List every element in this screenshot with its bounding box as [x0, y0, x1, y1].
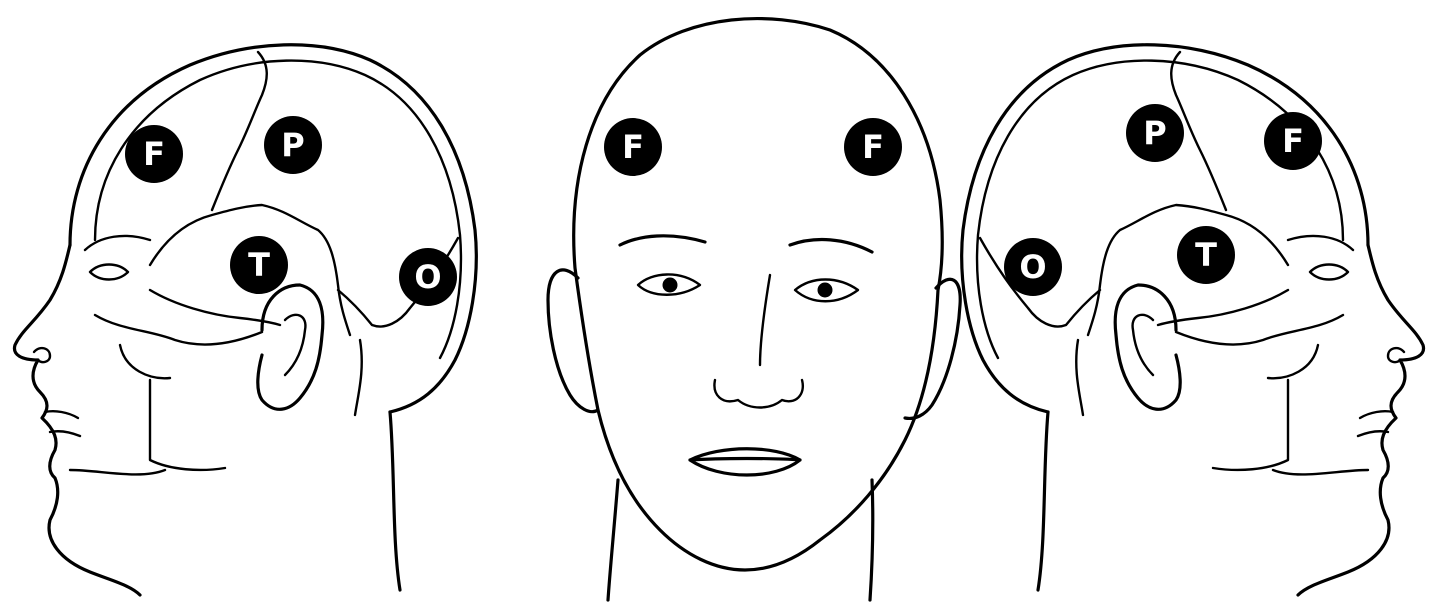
- left-neck: [390, 412, 400, 590]
- right-jaw: [1176, 315, 1368, 474]
- front-nose: [714, 275, 802, 408]
- front-left-frontal-lobe-marker: F: [604, 118, 662, 176]
- front-right-pupil: [818, 283, 832, 297]
- front-right-frontal-lobe-marker: F: [844, 118, 902, 176]
- left-face-profile: [14, 245, 140, 595]
- front-head: [548, 19, 960, 600]
- right-parietal-lobe-marker: P: [1126, 104, 1184, 162]
- left-parietal-lobe-marker: P: [264, 116, 322, 174]
- right-eye: [1288, 236, 1353, 280]
- left-profile-head: [14, 45, 476, 595]
- right-occipital-lobe-marker: O: [1004, 238, 1062, 296]
- right-lips: [1358, 411, 1393, 436]
- front-left-pupil: [663, 278, 677, 292]
- front-neck: [608, 480, 873, 600]
- left-lips: [45, 411, 80, 436]
- left-ear-inner: [285, 315, 305, 375]
- right-temporal-lobe-marker: T: [1177, 226, 1235, 284]
- left-skull-outline: [70, 45, 476, 412]
- front-head-outline: [574, 19, 942, 570]
- left-eye: [85, 236, 150, 280]
- left-jaw: [70, 315, 262, 474]
- right-frontal-lobe-marker: F: [1264, 112, 1322, 170]
- right-ear-inner: [1133, 315, 1153, 375]
- right-neck: [1038, 412, 1048, 590]
- right-skull-outline: [962, 45, 1368, 412]
- front-left-ear: [548, 270, 598, 412]
- right-face-profile: [1298, 245, 1424, 595]
- left-occipital-lobe-marker: O: [399, 248, 457, 306]
- front-right-brow: [790, 240, 872, 252]
- right-ear: [1115, 285, 1180, 409]
- left-ear: [258, 285, 323, 409]
- left-frontal-lobe-marker: F: [125, 125, 183, 183]
- front-mouth: [690, 449, 800, 475]
- left-central-sulcus: [212, 52, 267, 210]
- right-profile-head: [962, 45, 1424, 595]
- left-temporal-lobe-marker: T: [230, 236, 288, 294]
- front-left-brow: [620, 236, 705, 245]
